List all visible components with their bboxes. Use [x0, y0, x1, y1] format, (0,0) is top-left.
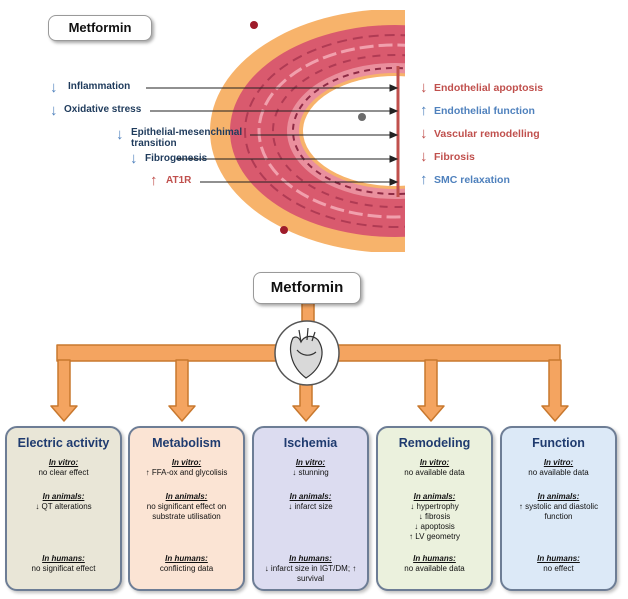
- card-title: Electric activity: [17, 436, 110, 450]
- in-humans-heading: In humans:: [537, 554, 580, 563]
- card-remodeling: Remodeling In vitro:no available data In…: [376, 426, 493, 591]
- in-vitro-text: ↑ FFA-ox and glycolisis: [145, 468, 228, 477]
- in-vitro-heading: In vitro:: [543, 458, 574, 467]
- in-animals-heading: In animals:: [537, 492, 580, 501]
- card-metabolism: Metabolism In vitro:↑ FFA-ox and glycoli…: [128, 426, 245, 591]
- in-animals-text: ↓ infarct size: [288, 502, 333, 511]
- right-label-endothelial-apoptosis: Endothelial apoptosis: [434, 82, 544, 94]
- in-vitro-text: no available data: [404, 468, 465, 477]
- in-vitro-text: no clear effect: [38, 468, 89, 477]
- in-humans-text: no significat effect: [31, 564, 96, 573]
- in-animals-heading: In animals:: [413, 492, 456, 501]
- down-arrow-icon: ↓: [116, 126, 124, 143]
- in-animals-heading: In animals:: [165, 492, 208, 501]
- card-title: Ischemia: [283, 436, 338, 450]
- connector-diagram: [50, 299, 569, 422]
- down-arrow-icon: ↓: [420, 79, 428, 96]
- in-humans-heading: In humans:: [413, 554, 456, 563]
- card-ischemia: Ischemia In vitro:↓ stunning In animals:…: [252, 426, 369, 591]
- down-arrow-icon: ↓: [130, 150, 138, 167]
- card-title: Metabolism: [152, 436, 221, 450]
- left-label-emt: Epithelial-mesenchimal transition: [131, 127, 243, 149]
- card-title: Function: [532, 436, 585, 450]
- right-label-fibrosis: Fibrosis: [434, 151, 475, 163]
- in-vitro-heading: In vitro:: [295, 458, 326, 467]
- in-vitro-heading: In vitro:: [171, 458, 202, 467]
- in-animals-text: no significant effect on substrate utili…: [146, 502, 227, 521]
- in-humans-text: no effect: [543, 564, 574, 573]
- top-title: Metformin: [48, 15, 152, 41]
- card-title: Remodeling: [398, 436, 471, 450]
- down-arrow-icon: ↓: [420, 125, 428, 142]
- in-vitro-heading: In vitro:: [48, 458, 79, 467]
- in-humans-heading: In humans:: [165, 554, 208, 563]
- right-label-smc-relaxation: SMC relaxation: [434, 174, 510, 186]
- down-arrow-icon: ↓: [50, 79, 58, 96]
- card-electric-activity: Electric activity In vitro:no clear effe…: [5, 426, 122, 591]
- bottom-title: Metformin: [253, 272, 361, 304]
- vessel-illustration: [146, 10, 405, 252]
- in-humans-text: ↓ infarct size in IGT/DM; ↑ survival: [264, 564, 357, 583]
- in-animals-text: ↑ systolic and diastolic function: [518, 502, 599, 521]
- in-animals-heading: In animals:: [42, 492, 85, 501]
- up-arrow-icon: ↑: [420, 171, 428, 188]
- down-arrow-icon: ↓: [420, 148, 428, 165]
- right-label-endothelial-function: Endothelial function: [434, 105, 535, 117]
- left-label-inflammation: Inflammation: [68, 81, 131, 92]
- in-vitro-text: no available data: [528, 468, 589, 477]
- in-vitro-text: ↓ stunning: [292, 468, 329, 477]
- in-humans-heading: In humans:: [289, 554, 332, 563]
- heart-icon: [290, 327, 323, 379]
- in-animals-text: ↓ hypertrophy ↓ fibrosis ↓ apoptosis ↑ L…: [409, 502, 460, 541]
- up-arrow-icon: ↑: [420, 102, 428, 119]
- right-label-vascular-remodelling: Vascular remodelling: [434, 128, 540, 140]
- in-animals-text: ↓ QT alterations: [35, 502, 92, 511]
- in-vitro-heading: In vitro:: [419, 458, 450, 467]
- in-animals-heading: In animals:: [289, 492, 332, 501]
- in-humans-heading: In humans:: [42, 554, 85, 563]
- in-humans-text: no available data: [404, 564, 465, 573]
- in-humans-text: conflicting data: [159, 564, 214, 573]
- card-function: Function In vitro:no available data In a…: [500, 426, 617, 591]
- left-label-fibrogenesis: Fibrogenesis: [145, 153, 208, 164]
- down-arrow-icon: ↓: [50, 102, 58, 119]
- left-label-oxidative-stress: Oxidative stress: [64, 104, 142, 115]
- up-arrow-icon: ↑: [150, 172, 158, 189]
- left-label-at1r: AT1R: [166, 175, 192, 186]
